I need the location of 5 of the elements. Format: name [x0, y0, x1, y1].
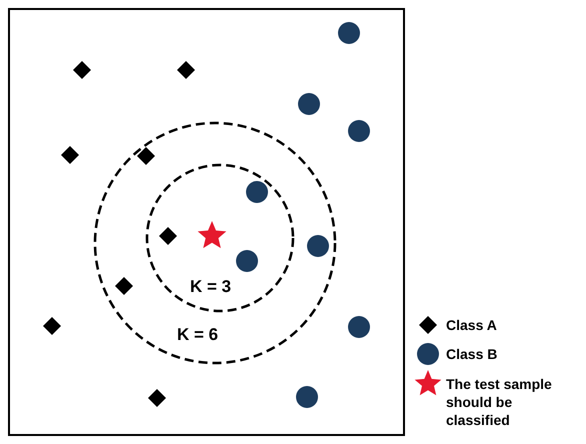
legend-label: Class A [446, 316, 498, 334]
k-label: K = 6 [177, 325, 218, 345]
legend-label: Class B [446, 345, 498, 363]
legend-label: The test sample should be classified [446, 375, 553, 429]
k-label: K = 3 [190, 277, 232, 297]
